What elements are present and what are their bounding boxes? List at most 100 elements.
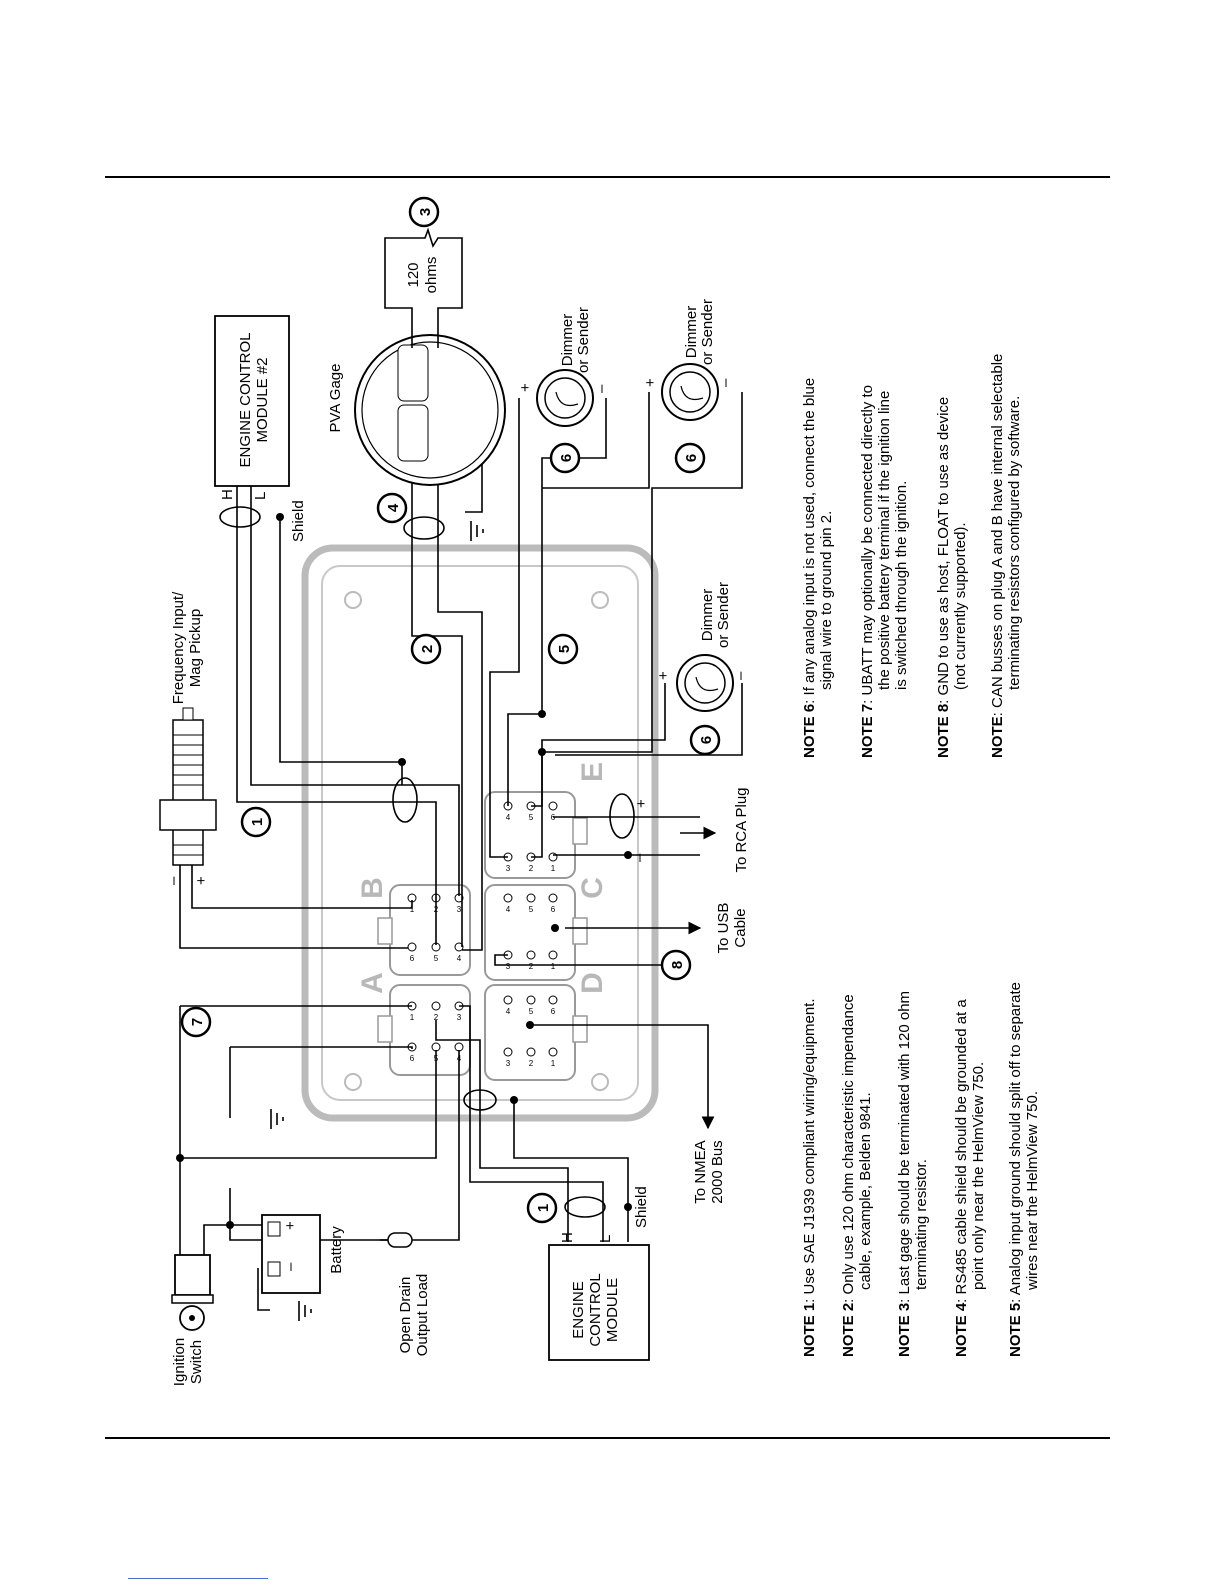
dimmer-2-label-2: or Sender — [699, 299, 716, 365]
dimmer-3 — [676, 654, 734, 712]
note-8-cont: (not currently supported). — [952, 522, 969, 690]
pin-a3: 3 — [457, 1013, 462, 1022]
dimmer-3-label-1: Dimmer — [699, 589, 716, 642]
pin-a6: 6 — [410, 1054, 415, 1063]
plug-letter-e: E — [576, 762, 609, 782]
pin-d2: 2 — [529, 1059, 534, 1068]
note-2: NOTE 2: Only use 120 ohm characteristic … — [840, 994, 857, 1357]
usb-label-1: To USB — [715, 903, 732, 954]
top-rule — [105, 176, 1110, 178]
pin-c4: 4 — [506, 905, 511, 914]
open-drain-label-1: Open Drain — [397, 1277, 414, 1354]
pin-c3: 3 — [506, 962, 511, 971]
dimmer-1-label-2: or Sender — [575, 307, 592, 373]
pin-b1: 1 — [410, 905, 415, 914]
pin-e3: 3 — [506, 864, 511, 873]
twisted-pair-markers — [219, 506, 635, 1218]
dimmer-1 — [536, 369, 594, 427]
dimmer-1-plus: + — [517, 383, 534, 392]
ecm1-l-label: L — [597, 1235, 614, 1243]
note-6-cont: signal wire to ground pin 2. — [818, 511, 835, 690]
plug-letter-b: B — [356, 877, 389, 899]
plug-letter-a: A — [356, 972, 389, 994]
ecm1-h-label: H — [559, 1232, 576, 1243]
callout-1-bottom: 1 — [535, 1204, 552, 1212]
nmea-label-2: 2000 Bus — [709, 1140, 726, 1203]
note-4: NOTE 4: RS485 cable shield should be gro… — [953, 999, 970, 1357]
plug-e — [484, 791, 588, 879]
note-3-cont: terminating resistor. — [913, 1159, 930, 1290]
note-6: NOTE 6: If any analog input is not used,… — [801, 378, 818, 758]
pin-c2: 2 — [529, 962, 534, 971]
mag-pickup-sensor — [159, 707, 217, 866]
dimmer-1-minus: – — [593, 384, 610, 393]
mag-plus-label: + — [193, 876, 210, 885]
note-8: NOTE 8: GND to use as host, FLOAT to use… — [935, 397, 952, 758]
callout-6-b: 6 — [683, 454, 700, 462]
callout-1-top: 1 — [249, 818, 266, 826]
note-2-cont: cable, example, Belden 9841. — [857, 1092, 874, 1290]
bottom-rule — [105, 1437, 1110, 1439]
pin-a2: 2 — [434, 1013, 439, 1022]
battery-label: Battery — [328, 1226, 345, 1274]
callout-6-a: 6 — [558, 454, 575, 462]
pva-gage — [354, 334, 506, 486]
ecm1-shield-label: Shield — [633, 1186, 650, 1228]
callout-4: 4 — [385, 503, 402, 512]
terminating-resistor — [384, 227, 463, 348]
ecm2-label-1: ENGINE CONTROL — [237, 332, 254, 467]
wires — [179, 392, 743, 1311]
pin-b5: 5 — [434, 954, 439, 963]
pin-b4: 4 — [457, 954, 462, 963]
note-7-cont-1: the positive battery terminal if the ign… — [876, 391, 893, 690]
pin-d6: 6 — [551, 1007, 556, 1016]
pin-e2: 2 — [529, 864, 534, 873]
battery — [261, 1214, 321, 1294]
pin-b3: 3 — [457, 905, 462, 914]
note-1: NOTE 1: Use SAE J1939 compliant wiring/e… — [801, 998, 818, 1357]
pin-c1: 1 — [551, 962, 556, 971]
ecm2-box — [214, 315, 290, 487]
pin-e1: 1 — [551, 864, 556, 873]
pin-d1: 1 — [551, 1059, 556, 1068]
dimmer-3-label-2: or Sender — [715, 582, 732, 648]
junction-dots — [176, 513, 632, 1229]
note-7: NOTE 7: UBATT may optionally be connecte… — [859, 385, 876, 758]
ecm1-label-3: MODULE — [604, 1278, 621, 1342]
ohms-label-2: ohms — [423, 257, 440, 294]
dimmer-1-label-1: Dimmer — [559, 314, 576, 367]
plug-letter-c: C — [576, 877, 609, 899]
ignition-switch — [171, 1254, 214, 1331]
notes-right: NOTE 6: If any analog input is not used,… — [801, 354, 1023, 758]
ecm1-label-1: ENGINE — [570, 1281, 587, 1339]
dimmer-3-minus: – — [732, 671, 749, 680]
open-drain-label-2: Output Load — [414, 1274, 431, 1357]
ignition-label-1: Ignition — [171, 1338, 188, 1386]
plug-d — [484, 984, 588, 1081]
note-can: NOTE: CAN busses on plug A and B have in… — [989, 354, 1006, 758]
mag-minus-label: – — [165, 876, 182, 885]
note-3: NOTE 3: Last gage should be terminated w… — [896, 991, 913, 1357]
note-can-cont: terminating resistors configured by soft… — [1006, 396, 1023, 690]
rca-minus: – — [631, 853, 648, 862]
freq-input-label-2: Mag Pickup — [187, 609, 204, 687]
dimmer-3-plus: + — [655, 671, 672, 680]
dimmer-2-minus: – — [717, 378, 734, 387]
pin-a1: 1 — [410, 1013, 415, 1022]
ecm1-label-2: CONTROL — [587, 1273, 604, 1346]
usb-label-2: Cable — [732, 908, 749, 947]
note-7-cont-2: is switched through the ignition. — [893, 481, 910, 690]
callouts: 1 1 2 3 4 5 6 6 6 7 8 — [180, 196, 721, 1224]
rca-label: To RCA Plug — [733, 787, 750, 872]
pva-gage-label: PVA Gage — [327, 364, 344, 433]
ecm2-shield-label: Shield — [290, 500, 307, 542]
pin-e5: 5 — [529, 813, 534, 822]
ecm2-h-label: H — [219, 489, 236, 500]
pin-d5: 5 — [529, 1007, 534, 1016]
pin-c5: 5 — [529, 905, 534, 914]
ecm2-l-label: L — [252, 492, 269, 500]
freq-input-label-1: Frequency Input/ — [170, 591, 187, 704]
pin-b6: 6 — [410, 954, 415, 963]
pin-c6: 6 — [551, 905, 556, 914]
